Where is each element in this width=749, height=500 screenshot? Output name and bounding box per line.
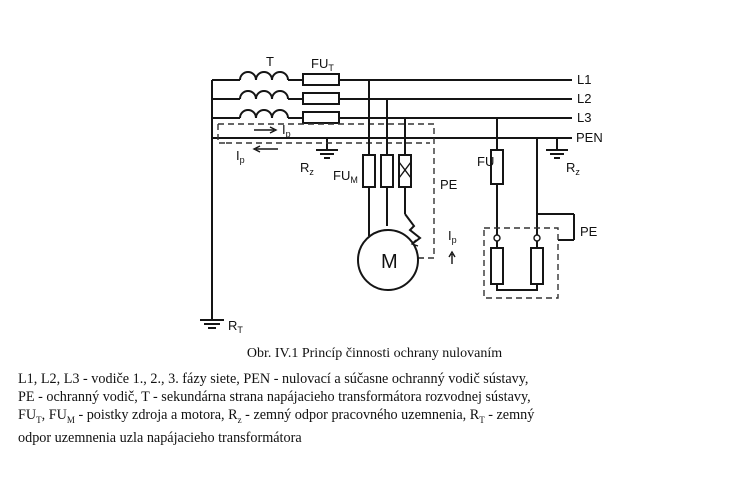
figure-caption: Obr. IV.1 Princíp činnosti ochrany nulov… [246, 346, 503, 361]
motor-symbol: M [357, 229, 424, 291]
circuit-diagram: M T FUT L1 L2 L3 PEN Ip Ip Rz FUM PE Ip … [200, 54, 603, 335]
fuse-source-l2 [302, 92, 340, 105]
fu-label: FU [477, 154, 494, 169]
legend-line-1: L1, L2, L3 - vodiče 1., 2., 3. fázy siet… [18, 371, 529, 387]
pe-label-appliance: PE [580, 224, 598, 239]
pen-label: PEN [576, 130, 603, 145]
appliance-branch [483, 118, 575, 299]
l1-label: L1 [577, 72, 591, 87]
pen-conductor [211, 118, 572, 320]
legend-line-3: FUT, FUM - poistky zdroja a motora, Rz -… [18, 407, 535, 425]
rz-label-left: Rz [300, 160, 314, 177]
fuse-source-label: FUT [311, 56, 334, 73]
fuse-source-l1 [302, 73, 340, 86]
legend-line-2: PE - ochranný vodič, T - sekundárna stra… [18, 389, 531, 405]
l2-label: L2 [577, 91, 591, 106]
rz-label-right: Rz [566, 160, 580, 177]
rt-ground [200, 319, 224, 329]
l3-label: L3 [577, 110, 591, 125]
transformer-label: T [266, 54, 274, 69]
motor-fuses [362, 80, 422, 247]
rt-label: RT [228, 318, 243, 335]
motor-label: M [381, 251, 398, 273]
transformer-windings [211, 71, 289, 119]
ip-label-motor: Ip [448, 228, 457, 245]
phase-lines [288, 73, 572, 124]
ip-label-top: Ip [282, 122, 291, 139]
fu-motor-label: FUM [333, 168, 358, 185]
fault-current-path [217, 123, 435, 259]
legend-line-4: odpor uzemnenia uzla napájacieho transfo… [18, 429, 302, 446]
fuse-source-l3 [302, 111, 340, 124]
figure-legend: L1, L2, L3 - vodiče 1., 2., 3. fázy siet… [18, 370, 738, 447]
ip-label-left: Ip [236, 148, 245, 165]
pe-label-motor: PE [440, 177, 458, 192]
